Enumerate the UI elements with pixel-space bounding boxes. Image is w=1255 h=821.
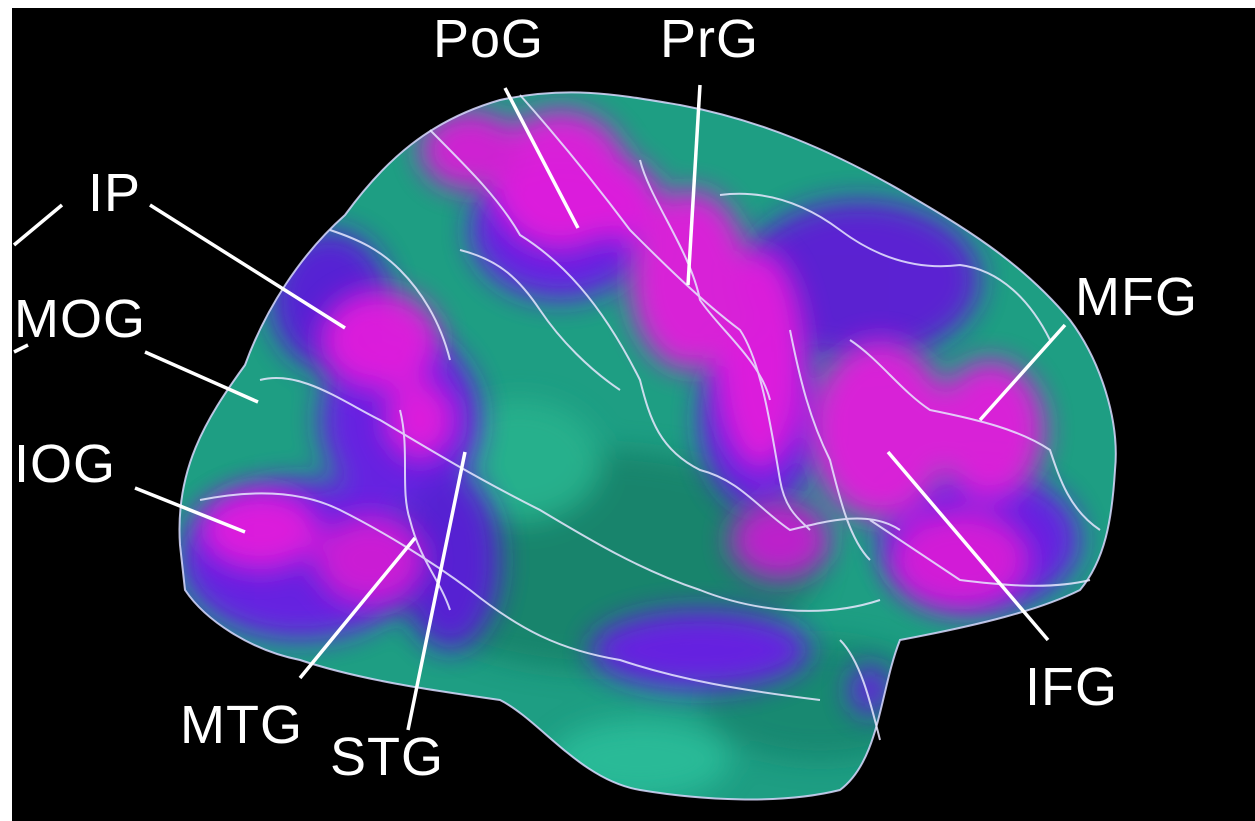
label-pog: PoG [433, 12, 544, 66]
label-mog: MOG [14, 292, 146, 346]
ip-leader-line-left [14, 205, 62, 245]
label-prg: PrG [660, 12, 759, 66]
label-ifg: IFG [1025, 660, 1118, 714]
label-mtg: MTG [180, 698, 303, 752]
label-mfg: MFG [1075, 270, 1198, 324]
label-iog: IOG [14, 437, 116, 491]
label-stg: STG [330, 730, 444, 784]
label-ip: IP [88, 166, 141, 220]
